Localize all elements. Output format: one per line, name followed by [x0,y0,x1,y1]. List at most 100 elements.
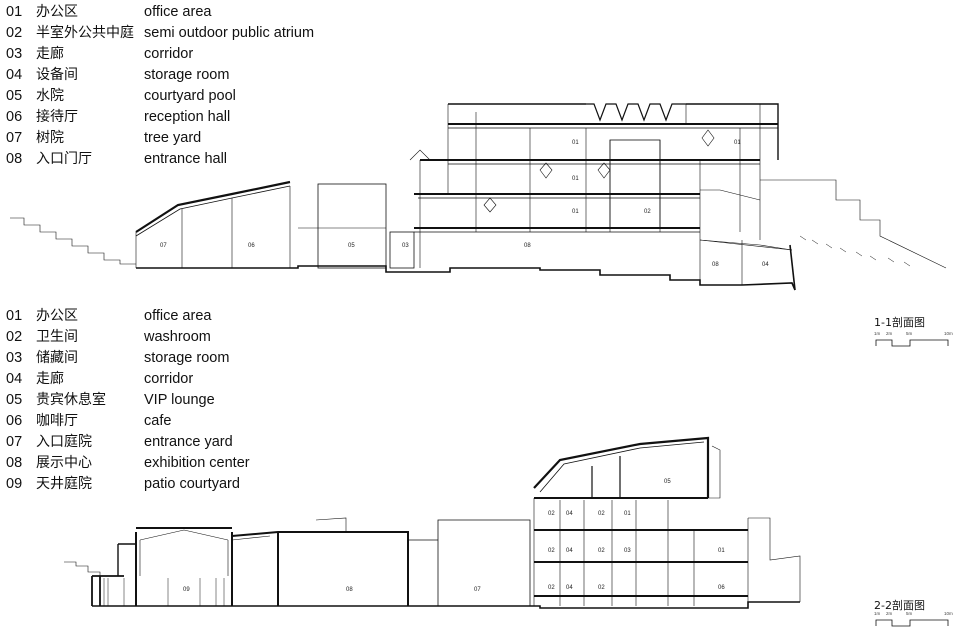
room-label: 06 [248,243,255,249]
scale-tick-label: 10m [944,611,953,616]
scale-tick-label: 10m [944,331,953,336]
legend-num: 05 [6,88,23,104]
legend-cn: 天井庭院 [36,476,92,492]
room-label: 05 [348,243,355,249]
scale-tick-label: 2m [886,611,893,616]
terrain-steps-left [10,217,136,265]
ground-line-1 [136,265,796,291]
room-label: 04 [762,262,769,268]
legend-en: exhibition center [144,455,250,471]
room-label: 09 [183,587,190,593]
scale-bar-2 [875,619,949,627]
room-label: 03 [402,243,409,249]
legend-en: washroom [144,329,211,345]
room-label: 04 [566,548,573,554]
legend-num: 06 [6,413,23,429]
ground-line-2 [92,601,800,609]
legend-cn: 树院 [36,130,64,146]
legend-num: 02 [6,25,23,41]
legend-num: 05 [6,392,23,408]
slabs-2 [534,497,748,597]
scale-ticks-1: 1m 2m 5m 10m [874,331,953,336]
legend-en: cafe [144,413,172,429]
room-label: 01 [718,548,725,554]
legend-num: 02 [6,329,23,345]
legend-cn: 走廊 [36,371,64,387]
scale-tick-label: 2m [886,331,893,336]
room-label: 02 [644,209,651,215]
room-label: 08 [712,262,719,268]
scale-tick-label: 1m [874,611,881,616]
legend-cn: 设备间 [36,67,78,83]
room-label: 05 [664,479,671,485]
room-label: 02 [548,548,555,554]
scale-bar-1 [875,339,949,347]
terrain-right-1 [699,179,947,269]
room-label: 08 [524,243,531,249]
sloped-roof-left [135,180,291,233]
legend-cn: 卫生间 [36,329,78,345]
legend-num: 07 [6,130,23,146]
legend-num: 07 [6,434,23,450]
legend-num: 04 [6,67,23,83]
sloped-roof-2 [533,436,710,498]
legend-en: semi outdoor public atrium [144,25,315,41]
room-label: 02 [598,548,605,554]
room-label: 01 [572,176,579,182]
legend-cn: 办公区 [36,4,78,20]
room-label: 02 [548,585,555,591]
section-2-title: 2-2剖面图 [874,598,925,612]
legend-en: patio courtyard [144,476,240,492]
legend-num: 06 [6,109,23,125]
legend-en: storage room [144,350,230,366]
legend-cn: 接待厅 [36,109,78,125]
legend-cn: 入口门厅 [36,151,92,167]
room-label: 04 [566,511,573,517]
room-label: 02 [548,511,555,517]
room-label: 01 [572,209,579,215]
legend-num: 08 [6,455,23,471]
legend-en: corridor [144,371,194,387]
main-slab-1 [414,123,778,229]
legend-cn: 展示中心 [36,455,92,471]
room-label: 08 [346,587,353,593]
scale-tick-label: 1m [874,331,881,336]
legend-cn: 贵宾休息室 [36,392,106,408]
room-label: 01 [572,140,579,146]
room-label: 06 [718,585,725,591]
room-label: 01 [734,140,741,146]
legend-num: 04 [6,371,23,387]
section-1-drawing [10,103,947,291]
room-labels-section-1: 07 06 05 03 08 01 01 01 01 02 08 04 [160,140,769,268]
legend-num: 01 [6,4,23,20]
legend-en: courtyard pool [144,88,236,104]
room-label: 03 [624,548,631,554]
legend-num: 01 [6,308,23,324]
room-label: 01 [624,511,631,517]
scale-tick-label: 5m [906,331,913,336]
legend-cn: 水院 [36,88,64,104]
legend-en: entrance yard [144,434,233,450]
legend-cn: 咖啡厅 [36,413,78,429]
legend-en: VIP lounge [144,392,215,408]
legend-num: 03 [6,350,23,366]
section-1-title: 1-1剖面图 [874,315,925,329]
room-label: 07 [160,243,167,249]
legend-cn: 半室外公共中庭 [36,25,134,41]
legend-en: storage room [144,67,230,83]
legend-en: office area [144,4,212,20]
legend-en: corridor [144,46,194,62]
legend-en: office area [144,308,212,324]
legend-cn: 储藏间 [36,350,78,366]
legend-cn: 办公区 [36,308,78,324]
legend-en: entrance hall [144,151,228,167]
legend-en: reception hall [144,109,231,125]
legend-num: 08 [6,151,23,167]
legend-cn: 入口庭院 [36,434,92,450]
legend-num: 09 [6,476,23,492]
pleated-roof [586,103,686,122]
section-2-drawing [64,436,801,609]
